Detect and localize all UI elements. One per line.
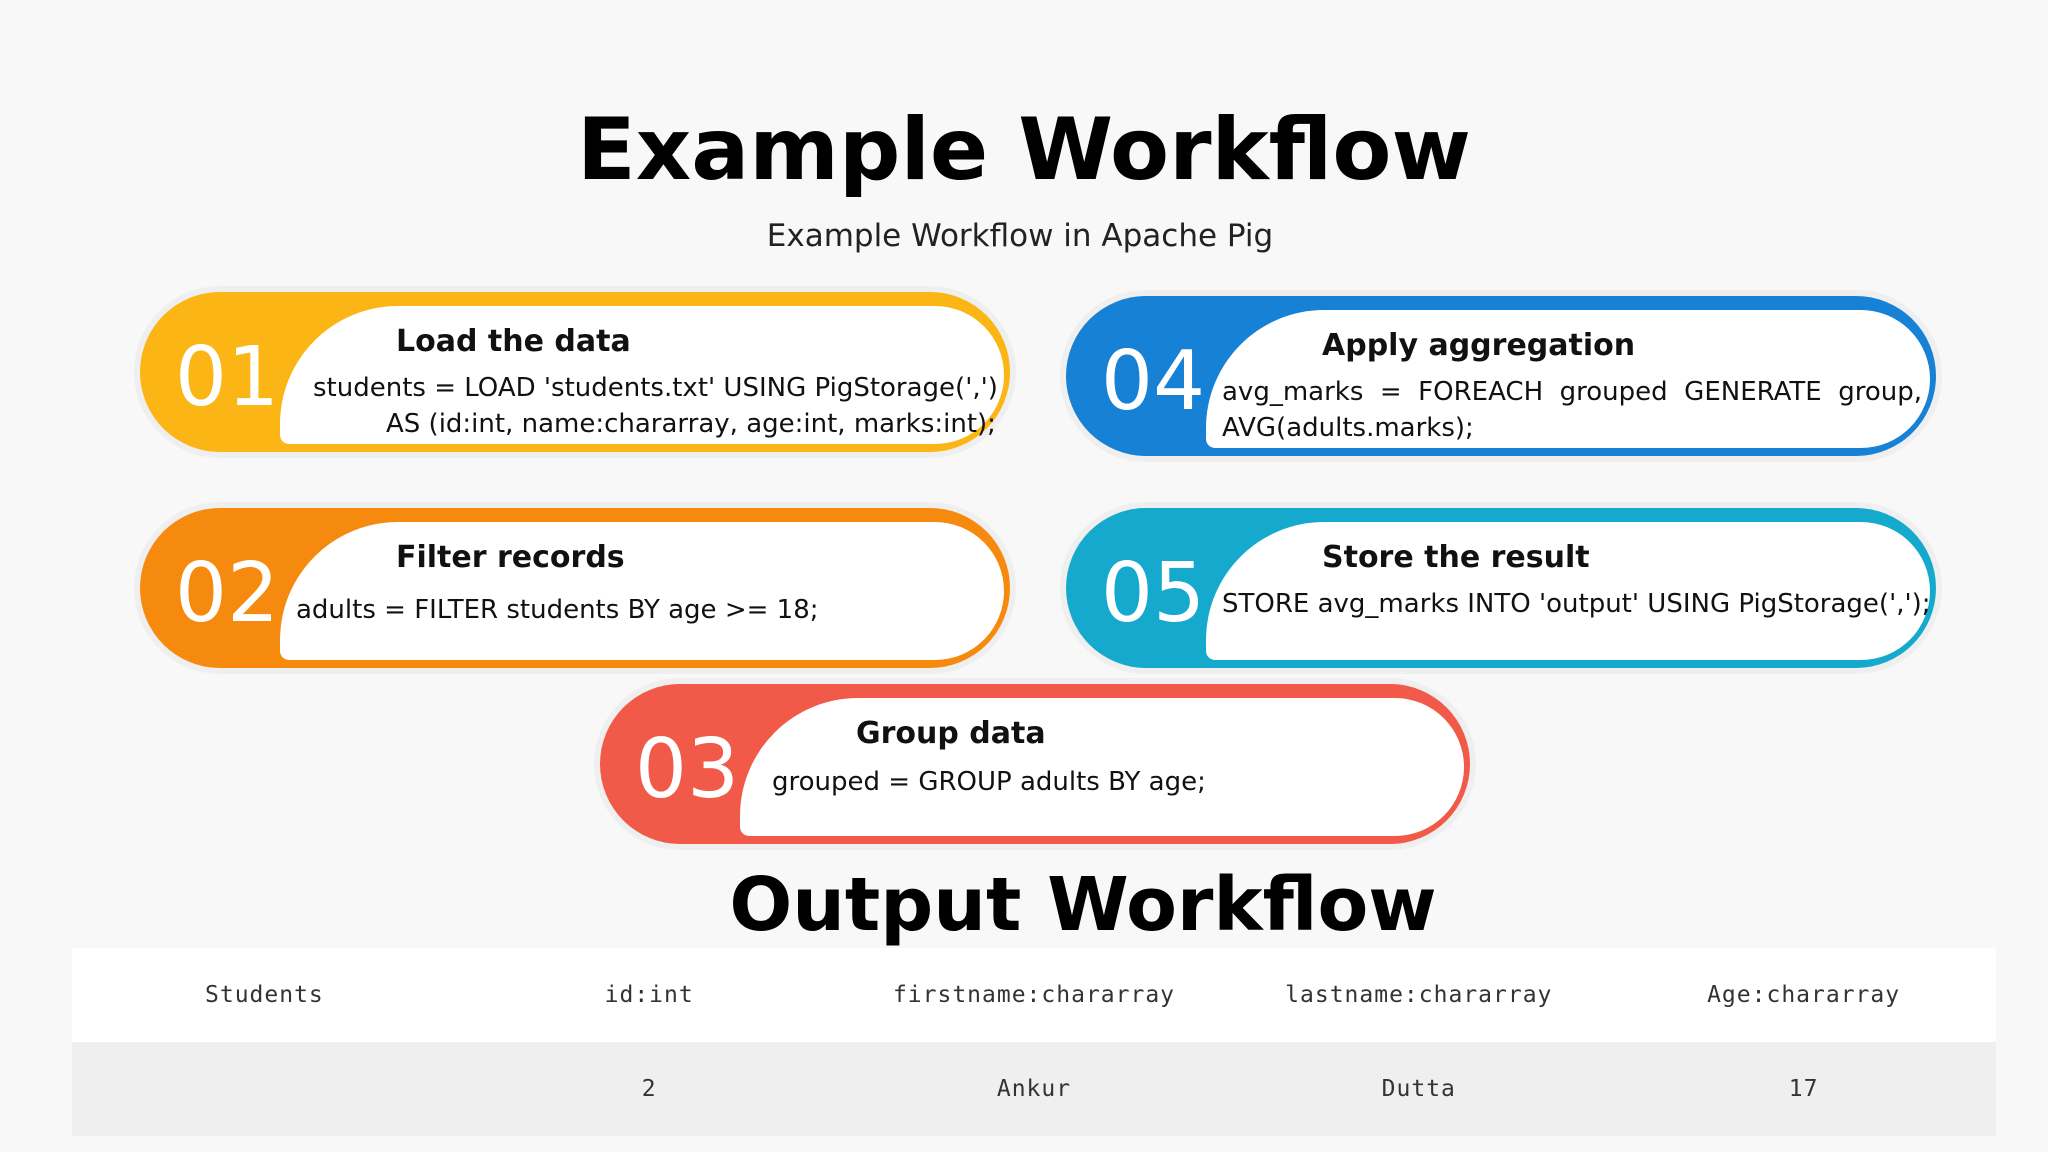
table-header-cell: lastname:chararray (1285, 982, 1553, 1008)
step-card-01: 01 Load the data students = LOAD 'studen… (134, 286, 1016, 458)
table-header-row: Students id:int firstname:chararray last… (72, 948, 1996, 1042)
table-cell: 2 (641, 1076, 657, 1102)
table-cell: 17 (1788, 1076, 1819, 1102)
output-title: Output Workflow (729, 862, 1437, 948)
step-heading: Group data (856, 716, 1046, 751)
step-number: 04 (1100, 334, 1206, 429)
step-card-05: 05 Store the result STORE avg_marks INTO… (1060, 502, 1942, 674)
output-table: Students id:int firstname:chararray last… (72, 948, 1996, 1136)
step-number: 05 (1100, 546, 1206, 641)
step-card-03: 03 Group data grouped = GROUP adults BY … (594, 678, 1476, 850)
table-row: 2 Ankur Dutta 17 (72, 1042, 1996, 1136)
step-number: 03 (634, 722, 740, 817)
step-code-line: STORE avg_marks INTO 'output' USING PigS… (1222, 589, 1931, 619)
step-code-line: students = LOAD 'students.txt' USING Pig… (313, 373, 998, 403)
table-header-cell: Students (205, 982, 324, 1008)
step-heading: Filter records (396, 540, 625, 575)
table-cell: Dutta (1381, 1076, 1456, 1102)
step-code-line: adults = FILTER students BY age >= 18; (296, 595, 819, 625)
table-header-cell: firstname:chararray (892, 982, 1176, 1008)
step-number: 02 (174, 546, 280, 641)
step-number: 01 (174, 330, 280, 425)
step-code-line: avg_marks = FOREACH grouped GENERATE gro… (1222, 377, 1922, 407)
step-heading: Load the data (396, 324, 631, 359)
step-code-line: AVG(adults.marks); (1222, 413, 1474, 443)
page-subtitle: Example Workflow in Apache Pig (766, 218, 1274, 254)
step-card-04: 04 Apply aggregation avg_marks = FOREACH… (1060, 290, 1942, 462)
page-title: Example Workflow (577, 100, 1471, 200)
step-heading: Store the result (1322, 540, 1590, 575)
table-header-cell: Age:chararray (1707, 982, 1901, 1008)
table-header-cell: id:int (604, 982, 694, 1008)
step-code-line: AS (id:int, name:chararray, age:int, mar… (386, 409, 996, 439)
table-cell: Ankur (996, 1076, 1072, 1102)
step-card-02: 02 Filter records adults = FILTER studen… (134, 502, 1016, 674)
step-code-line: grouped = GROUP adults BY age; (772, 767, 1206, 797)
step-heading: Apply aggregation (1322, 328, 1636, 363)
